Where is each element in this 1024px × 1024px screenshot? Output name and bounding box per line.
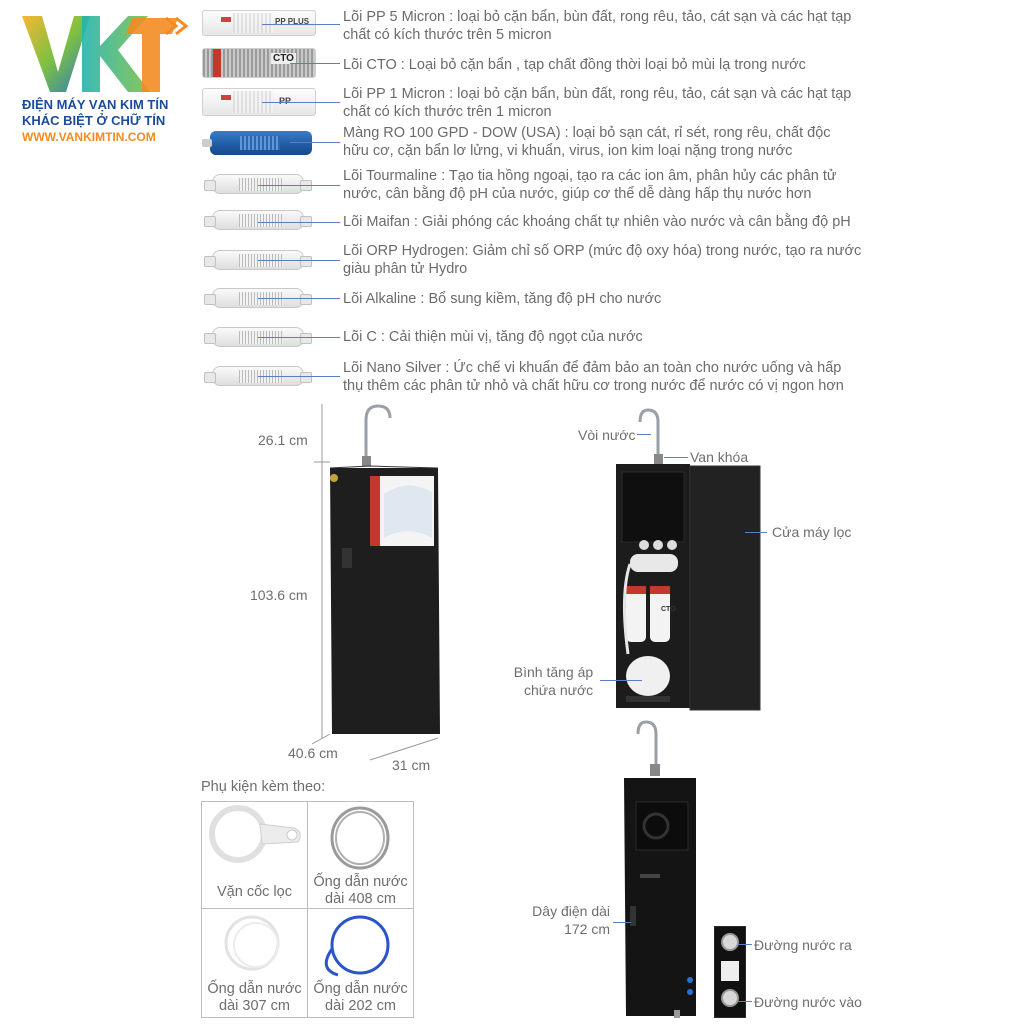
power-cord-label: Dây điện dài 172 cm: [532, 903, 610, 937]
leader-line: [258, 222, 340, 223]
vkt-logo-icon: [22, 16, 189, 92]
leader-line: [600, 680, 642, 681]
pressure-tank-label: Bình tăng áp chứa nước: [513, 664, 594, 698]
machine-front-illustration: [311, 404, 440, 761]
machine-back-illustration: [624, 720, 696, 1018]
water-inlet-label: Đường nước vào: [754, 994, 862, 1010]
leader-line: [258, 376, 340, 377]
leader-line: [262, 24, 340, 25]
filter-description: Lõi CTO : Loại bỏ cặn bẩn , tạp chất đồn…: [343, 57, 806, 73]
leader-line: [738, 1001, 752, 1002]
filter-ro-membrane-image: [202, 131, 312, 155]
filter-pp5-image: PP PLUS: [202, 10, 316, 36]
accessories-title: Phụ kiện kèm theo:: [201, 779, 326, 795]
depth-dimension: 40.6 cm: [288, 745, 338, 761]
filter-tourmaline-image: [204, 174, 312, 194]
filter-cto-image: CTO: [202, 48, 316, 78]
brand-logo: [20, 10, 190, 98]
accessory-cell: Vặn cốc lọc: [201, 801, 308, 909]
leader-line: [290, 63, 340, 64]
filter-description: Màng RO 100 GPD - DOW (USA) : loại bỏ sạ…: [343, 125, 831, 159]
leader-line: [258, 185, 340, 186]
blue-tube-icon: [324, 915, 390, 977]
brand-line-2: KHÁC BIỆT Ở CHỮ TÍN: [22, 113, 166, 128]
accessory-wrench-label: Vặn cốc lọc: [217, 884, 292, 900]
open-view-cto-label: CTO: [661, 606, 676, 613]
filter-pp5-label: PP PLUS: [275, 17, 310, 26]
water-outlet-label: Đường nước ra: [754, 937, 852, 953]
leader-line: [258, 260, 340, 261]
filter-maifan-image: [204, 210, 312, 230]
filter-pp1-image: PP: [202, 88, 316, 116]
inlet-port-icon: [721, 989, 739, 1007]
leader-line: [613, 922, 631, 923]
filter-cto-label: CTO: [271, 53, 296, 64]
connector-panel: [714, 926, 746, 1018]
door-label: Cửa máy lọc: [772, 524, 852, 540]
valve-label: Van khóa: [690, 449, 749, 465]
outlet-port-icon: [721, 933, 739, 951]
white-tube-icon: [224, 915, 280, 971]
filter-pp1-label: PP: [279, 96, 292, 106]
leader-line: [258, 298, 340, 299]
leader-line: [664, 457, 688, 458]
filter-description: Lõi Maifan : Giải phóng các khoáng chất …: [343, 214, 851, 230]
filter-description: Lõi Alkaline : Bổ sung kiềm, tăng độ pH …: [343, 291, 662, 307]
leader-line: [262, 102, 340, 103]
filter-wrench-icon: [209, 805, 301, 863]
filter-description: Lõi PP 5 Micron : loại bỏ cặn bẩn, bùn đ…: [343, 9, 852, 43]
leader-line: [290, 142, 340, 143]
faucet-height-dimension: 26.1 cm: [258, 432, 308, 448]
leader-line: [637, 434, 651, 435]
filter-description: Lõi Nano Silver : Ức chế vi khuẩn để đảm…: [343, 360, 844, 394]
grey-tube-icon: [330, 806, 390, 870]
machine-open-illustration: [616, 408, 761, 711]
filter-description: Lõi C : Cải thiện mùi vị, tăng độ ngọt c…: [343, 329, 643, 345]
faucet-label: Vòi nước: [578, 427, 636, 443]
filter-description: Lõi Tourmaline : Tạo tia hồng ngoại, tạo…: [343, 168, 837, 202]
width-dimension: 31 cm: [392, 757, 431, 773]
body-height-dimension: 103.6 cm: [250, 587, 308, 603]
filter-description: Lõi PP 1 Micron : loại bỏ cặn bẩn, bùn đ…: [343, 86, 852, 120]
filter-description: Lõi ORP Hydrogen: Giảm chỉ số ORP (mức đ…: [343, 243, 862, 277]
leader-line: [258, 337, 340, 338]
leader-line: [745, 532, 767, 533]
brand-line-1: ĐIỆN MÁY VẠN KIM TÍN: [22, 97, 169, 112]
leader-line: [738, 944, 752, 945]
brand-website: WWW.VANKIMTIN.COM: [22, 130, 156, 144]
